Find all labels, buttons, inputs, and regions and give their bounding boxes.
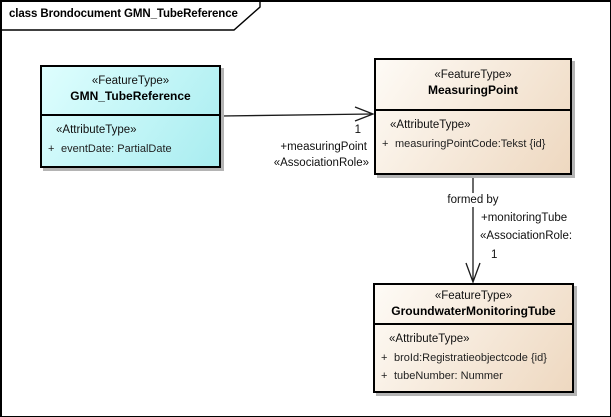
- association-stereotype-label: «AssociationRole:: [480, 230, 573, 242]
- class-stereotype: «FeatureType»: [91, 75, 170, 87]
- class-box-measuringpoint[interactable]: «FeatureType» MeasuringPoint «AttributeT…: [374, 58, 572, 175]
- open-arrowhead-icon: [465, 262, 481, 284]
- class-header: «FeatureType» MeasuringPoint: [376, 60, 570, 109]
- attribute-row[interactable]: + broId:Registratieobjectcode {id}: [375, 349, 572, 367]
- class-name: GMN_TubeReference: [70, 89, 191, 103]
- attribute-text: measuringPointCode:Tekst {id}: [395, 138, 546, 150]
- attribute-row[interactable]: + eventDate: PartialDate: [42, 140, 219, 158]
- attributes-compartment: «AttributeType» + measuringPointCode:Tek…: [376, 109, 570, 153]
- class-header: «FeatureType» GroundwaterMonitoringTube: [375, 285, 572, 323]
- visibility-marker: +: [382, 138, 389, 150]
- class-stereotype: «FeatureType»: [434, 290, 513, 302]
- association-role-label: +monitoringTube: [481, 212, 568, 224]
- class-name: GroundwaterMonitoringTube: [391, 304, 556, 318]
- association-multiplicity-label: 1: [354, 124, 361, 136]
- association-multiplicity-label: 1: [491, 249, 498, 261]
- attribute-stereotype: «AttributeType»: [389, 333, 470, 345]
- class-name: MeasuringPoint: [427, 83, 518, 97]
- attributes-compartment: «AttributeType» + broId:Registratieobjec…: [375, 323, 572, 385]
- attributes-compartment: «AttributeType» + eventDate: PartialDate: [42, 114, 219, 158]
- attribute-text: broId:Registratieobjectcode {id}: [394, 352, 547, 364]
- attribute-text: eventDate: PartialDate: [61, 143, 172, 155]
- association-role-label: +measuringPoint: [280, 141, 367, 153]
- association-stereotype-label: «AssociationRole»: [273, 157, 369, 169]
- attribute-row[interactable]: + measuringPointCode:Tekst {id}: [376, 135, 570, 153]
- visibility-marker: +: [381, 370, 388, 382]
- attribute-stereotype: «AttributeType»: [390, 119, 471, 131]
- visibility-marker: +: [381, 352, 388, 364]
- association-name-label: formed by: [440, 193, 506, 207]
- visibility-marker: +: [48, 143, 55, 155]
- attribute-text: tubeNumber: Nummer: [394, 370, 503, 382]
- class-box-gmn-tubereference[interactable]: «FeatureType» GMN_TubeReference «Attribu…: [40, 65, 221, 168]
- frame-tab-outline: [2, 2, 261, 31]
- frame-title: class Brondocument GMN_TubeReference: [9, 8, 238, 20]
- class-box-groundwatermonitoringtube[interactable]: «FeatureType» GroundwaterMonitoringTube …: [373, 283, 574, 393]
- attribute-row[interactable]: + tubeNumber: Nummer: [375, 367, 572, 385]
- attribute-stereotype: «AttributeType»: [56, 124, 137, 136]
- class-stereotype: «FeatureType»: [434, 69, 512, 81]
- association-line-measuringpoint[interactable]: [220, 113, 373, 117]
- open-arrowhead-icon: [354, 106, 375, 122]
- class-header: «FeatureType» GMN_TubeReference: [42, 67, 219, 114]
